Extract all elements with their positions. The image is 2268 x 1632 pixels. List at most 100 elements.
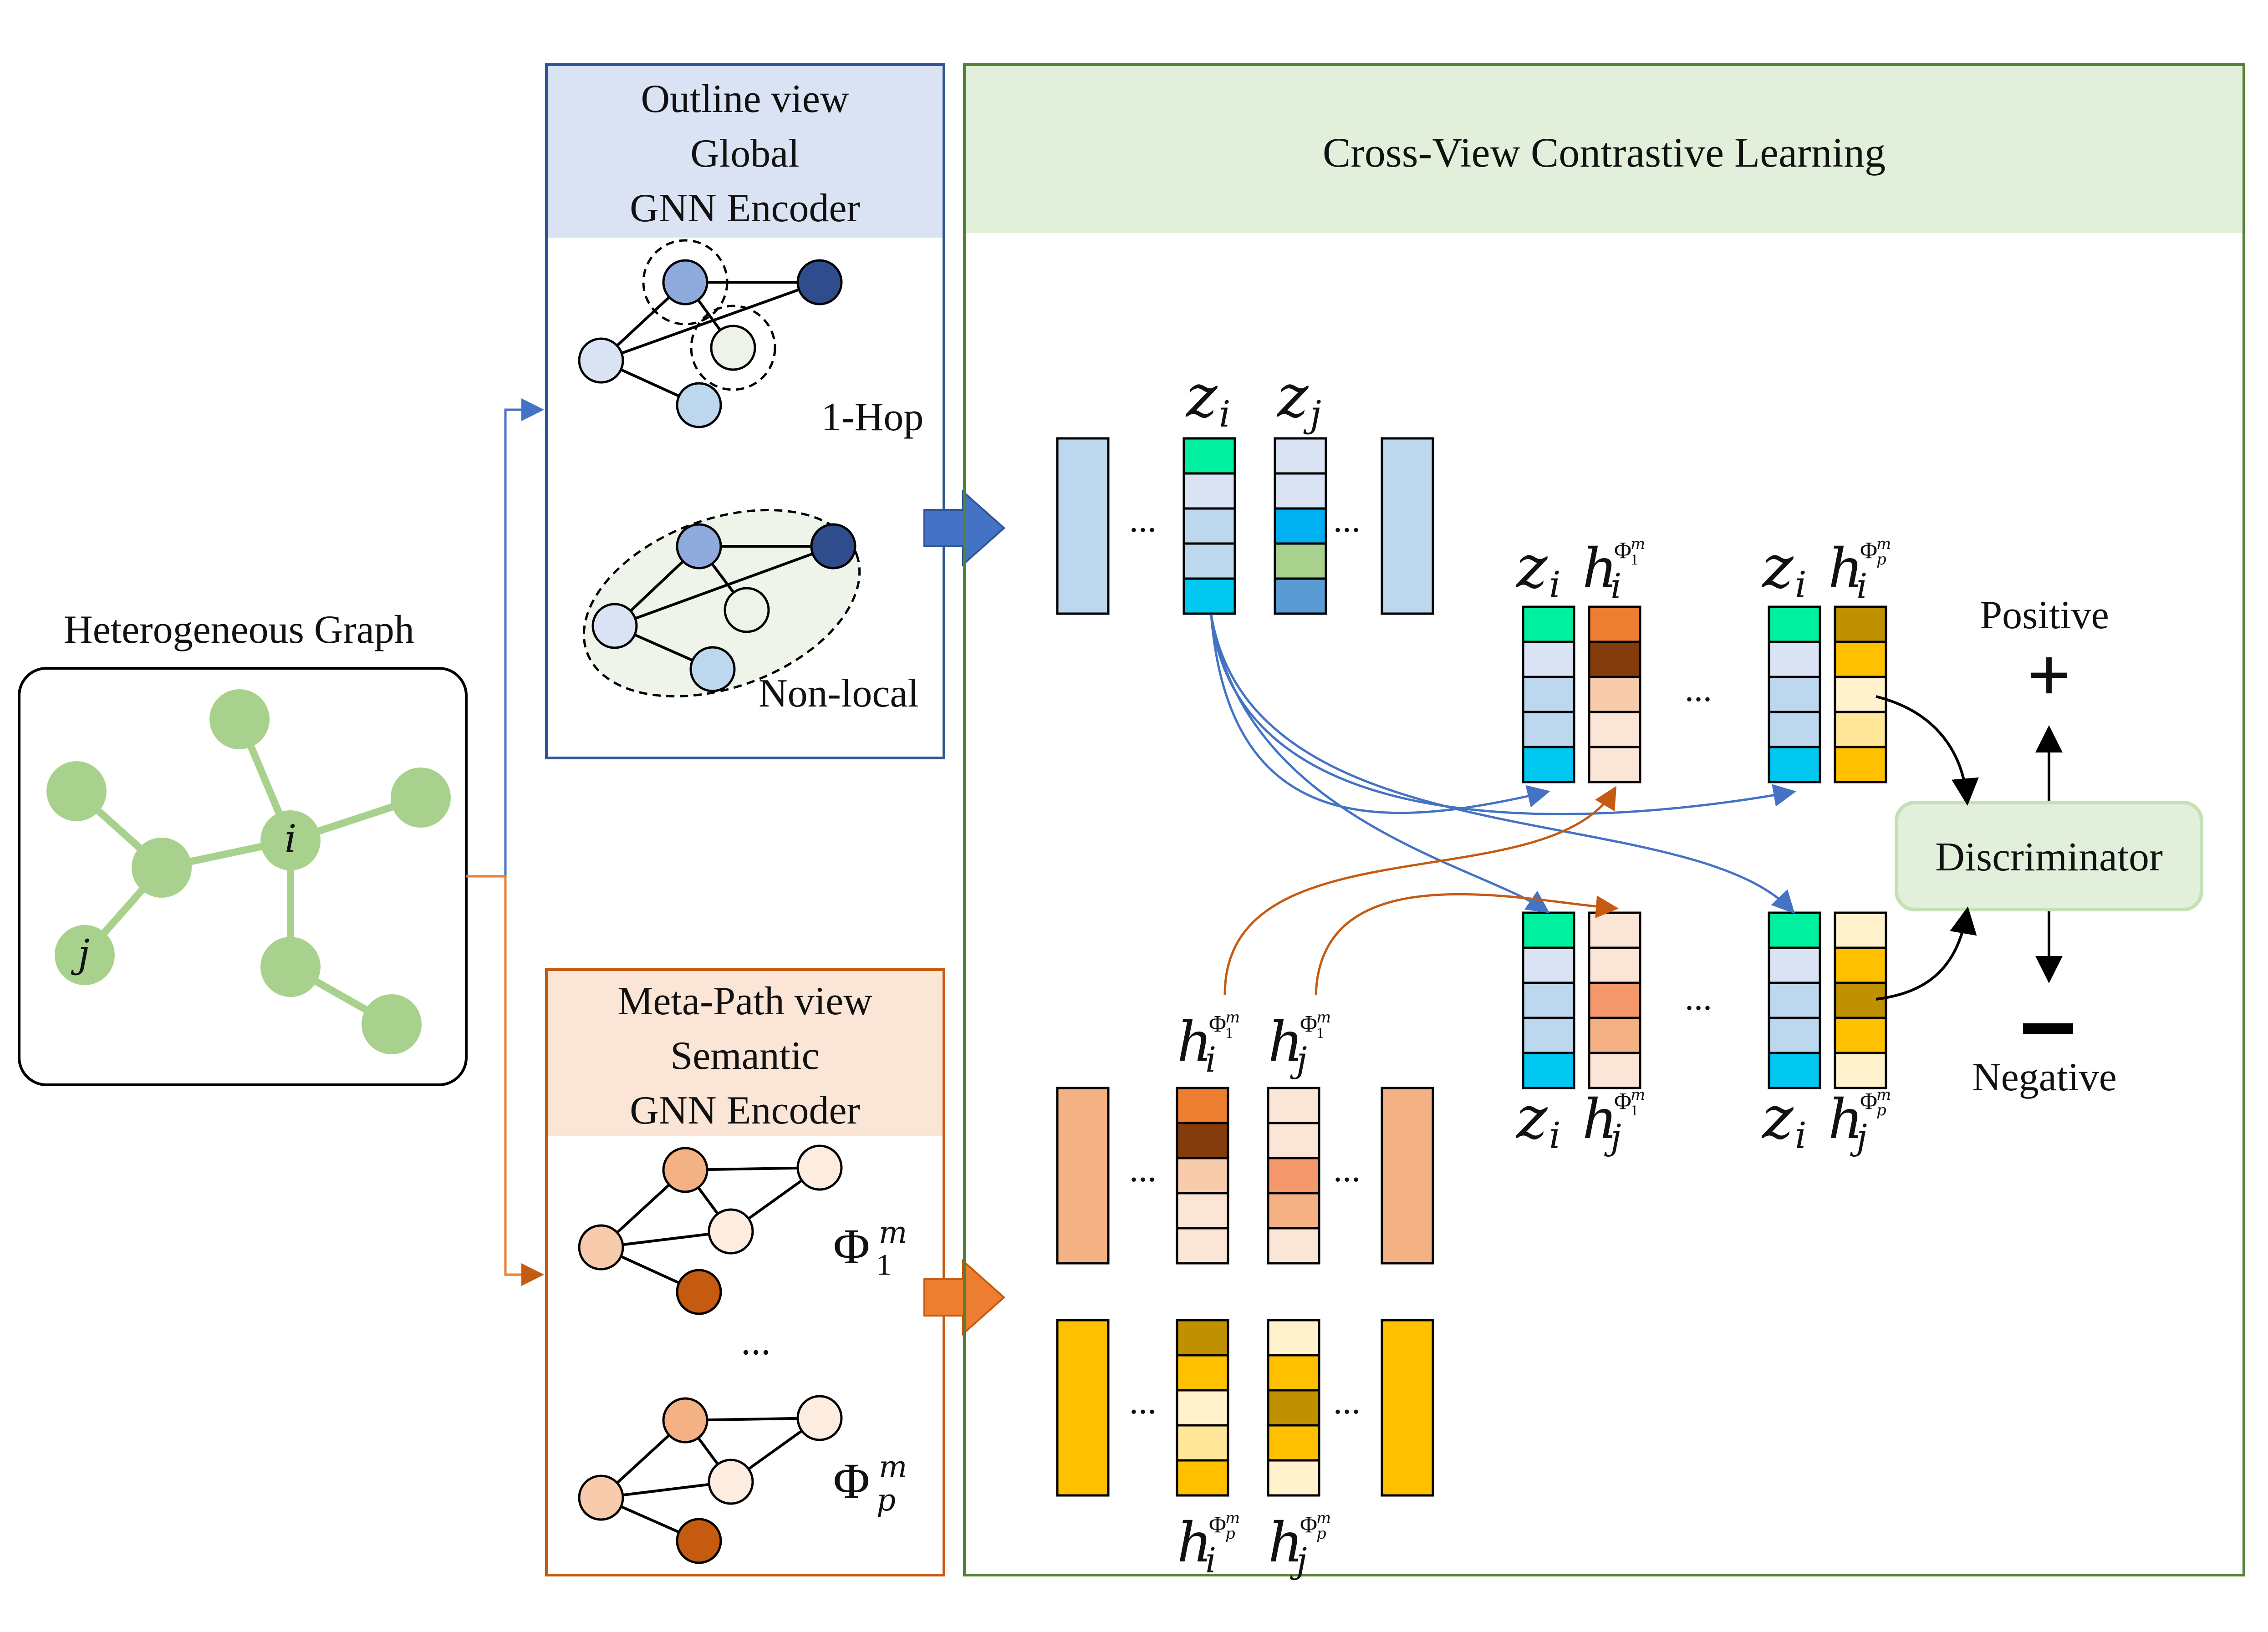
- metapath-graph-1: [578, 1144, 843, 1315]
- phi-superscript: Φ: [1300, 1512, 1317, 1538]
- pos-h-i-phip-column-cell: [1834, 711, 1887, 748]
- positive-label: Positive: [1980, 593, 2109, 637]
- svg-text:...: ...: [1333, 500, 1361, 540]
- phi-superscript: Φ: [1614, 538, 1631, 564]
- phi-p-label: Φ m p: [833, 1449, 907, 1518]
- neg-z-i-column-cell: [1522, 946, 1575, 984]
- outline-view-title-3: GNN Encoder: [630, 186, 860, 230]
- h-j-phi1-column-cell: [1267, 1227, 1320, 1265]
- z-i-column-cell: [1182, 542, 1236, 580]
- neg-h-j-phip-column-cell: [1834, 911, 1887, 949]
- z-j-column-cell: [1274, 437, 1327, 475]
- z-i-column-cell: [1182, 577, 1236, 615]
- phi-superscript-sub: p: [1316, 1525, 1326, 1543]
- metapathp-embedding-bar: [1056, 1319, 1110, 1497]
- phi-superscript-sub: 1: [1225, 1025, 1233, 1042]
- phi-superscript-sub: 1: [1631, 551, 1638, 568]
- z-label-sub: i: [1795, 1114, 1807, 1157]
- z-label: z: [1276, 361, 1309, 431]
- pos-h-i-phi1-column-cell: [1588, 676, 1641, 713]
- metapath-view-title-1: Meta-Path view: [617, 979, 872, 1023]
- h-j-phip-column-cell: [1267, 1424, 1320, 1462]
- h-i-phi1-column-cell: [1176, 1227, 1229, 1265]
- metapathp-embedding-bar: [1381, 1319, 1434, 1497]
- h-label-sub: i: [1205, 1039, 1216, 1080]
- h-i-phi1-column-cell: [1176, 1087, 1229, 1124]
- h-label: h: [1828, 1088, 1863, 1151]
- plus-sign: +: [2027, 632, 2071, 718]
- svg-text:...: ...: [1129, 500, 1157, 540]
- h-j-phip-column-cell: [1267, 1354, 1320, 1392]
- phi-superscript: Φ: [1860, 1088, 1877, 1114]
- h-label: h: [1177, 1511, 1212, 1575]
- negative-label: Negative: [1972, 1055, 2117, 1099]
- neg-h-j-phip-column-cell: [1834, 981, 1887, 1019]
- pos-h-i-phi1-column-cell: [1588, 711, 1641, 748]
- phi-superscript-m: m: [1225, 1008, 1240, 1027]
- outline-view-header-bg: [546, 65, 944, 238]
- z-label: z: [1515, 1083, 1548, 1152]
- svg-text:...: ...: [1685, 669, 1712, 709]
- metapath-view-panel: Meta-Path view Semantic GNN Encoder Φ m …: [545, 968, 945, 1576]
- neg-z-i-column-cell: [1522, 911, 1575, 949]
- neg-z-i-column-cell: [1768, 911, 1821, 949]
- minus-sign: [2023, 1023, 2073, 1034]
- z-i-column-cell: [1182, 507, 1236, 545]
- outline-embedding-bar: [1381, 437, 1434, 615]
- embedding-columns: [1056, 437, 1887, 1497]
- h-j-phi1-column-cell: [1267, 1192, 1320, 1230]
- svg-text:...: ...: [1685, 978, 1712, 1018]
- metapath-view-title-3: GNN Encoder: [630, 1088, 860, 1133]
- svg-text:1: 1: [877, 1248, 892, 1281]
- column-ellipses: ... ... ... ... ... ... ... ...: [1129, 500, 1712, 1422]
- outline-view-border: [545, 63, 945, 759]
- neg-h-j-phi1-column-cell: [1588, 1052, 1641, 1089]
- neg-z-i-column-cell: [1768, 981, 1821, 1019]
- z-i-column-cell: [1182, 437, 1236, 475]
- metapath-ellipsis: ...: [741, 1319, 771, 1363]
- discriminator: Discriminator Positive + Negative: [1876, 593, 2203, 1099]
- neg-z-i-column-cell: [1522, 1052, 1575, 1089]
- outline-view-panel: Outline view Global GNN Encoder 1-Hop: [545, 63, 945, 759]
- metapath1-embedding-bar: [1381, 1087, 1434, 1265]
- phi-superscript-m: m: [1316, 1008, 1331, 1027]
- h-j-phi1-column-cell: [1267, 1122, 1320, 1159]
- z-j-column-cell: [1274, 507, 1327, 545]
- z-label-sub: i: [1219, 393, 1231, 435]
- non-local-graph: [582, 508, 861, 698]
- z-j-column-cell: [1274, 542, 1327, 580]
- h-label: h: [1828, 537, 1863, 600]
- cross-view-header-bg: [964, 65, 2244, 233]
- svg-text:p: p: [877, 1483, 896, 1518]
- h-j-phip-column-cell: [1267, 1319, 1320, 1357]
- neg-h-j-phip-column-cell: [1834, 946, 1887, 984]
- node-i-label: i: [285, 817, 297, 861]
- cross-view-border: [963, 63, 2245, 1576]
- z-j-column-cell: [1274, 472, 1327, 510]
- metapath-view-header-bg: [546, 970, 944, 1136]
- h-label: h: [1268, 1511, 1303, 1575]
- cross-view-panel: Cross-View Contrastive Learning: [963, 63, 2245, 1576]
- h-label-sub: i: [1856, 566, 1867, 606]
- pos-h-i-phip-column-cell: [1834, 676, 1887, 713]
- svg-text:...: ...: [1333, 1149, 1361, 1190]
- svg-text:...: ...: [1129, 1382, 1157, 1422]
- h-label: h: [1177, 1011, 1212, 1074]
- pos-z-i-column-cell: [1768, 746, 1821, 783]
- cross-view-title: Cross-View Contrastive Learning: [1323, 129, 1886, 176]
- pos-z-i-column-cell: [1522, 641, 1575, 678]
- pos-h-i-phip-column-cell: [1834, 746, 1887, 783]
- z-label: z: [1761, 1083, 1794, 1152]
- h-label: h: [1582, 1088, 1617, 1151]
- phi-superscript: Φ: [1209, 1512, 1226, 1538]
- pos-z-i-column-cell: [1768, 605, 1821, 643]
- h-i-phip-column-cell: [1176, 1459, 1229, 1497]
- h-i-phip-column-cell: [1176, 1389, 1229, 1427]
- h-i-phip-column-cell: [1176, 1424, 1229, 1462]
- pos-z-i-column-cell: [1522, 676, 1575, 713]
- neg-z-i-column-cell: [1522, 1017, 1575, 1054]
- pos-z-i-column-cell: [1522, 746, 1575, 783]
- heterogeneous-graph: Heterogeneous Graph i j: [18, 608, 468, 1086]
- outline-embedding-bar: [1056, 437, 1110, 615]
- phi-superscript: Φ: [1300, 1011, 1317, 1037]
